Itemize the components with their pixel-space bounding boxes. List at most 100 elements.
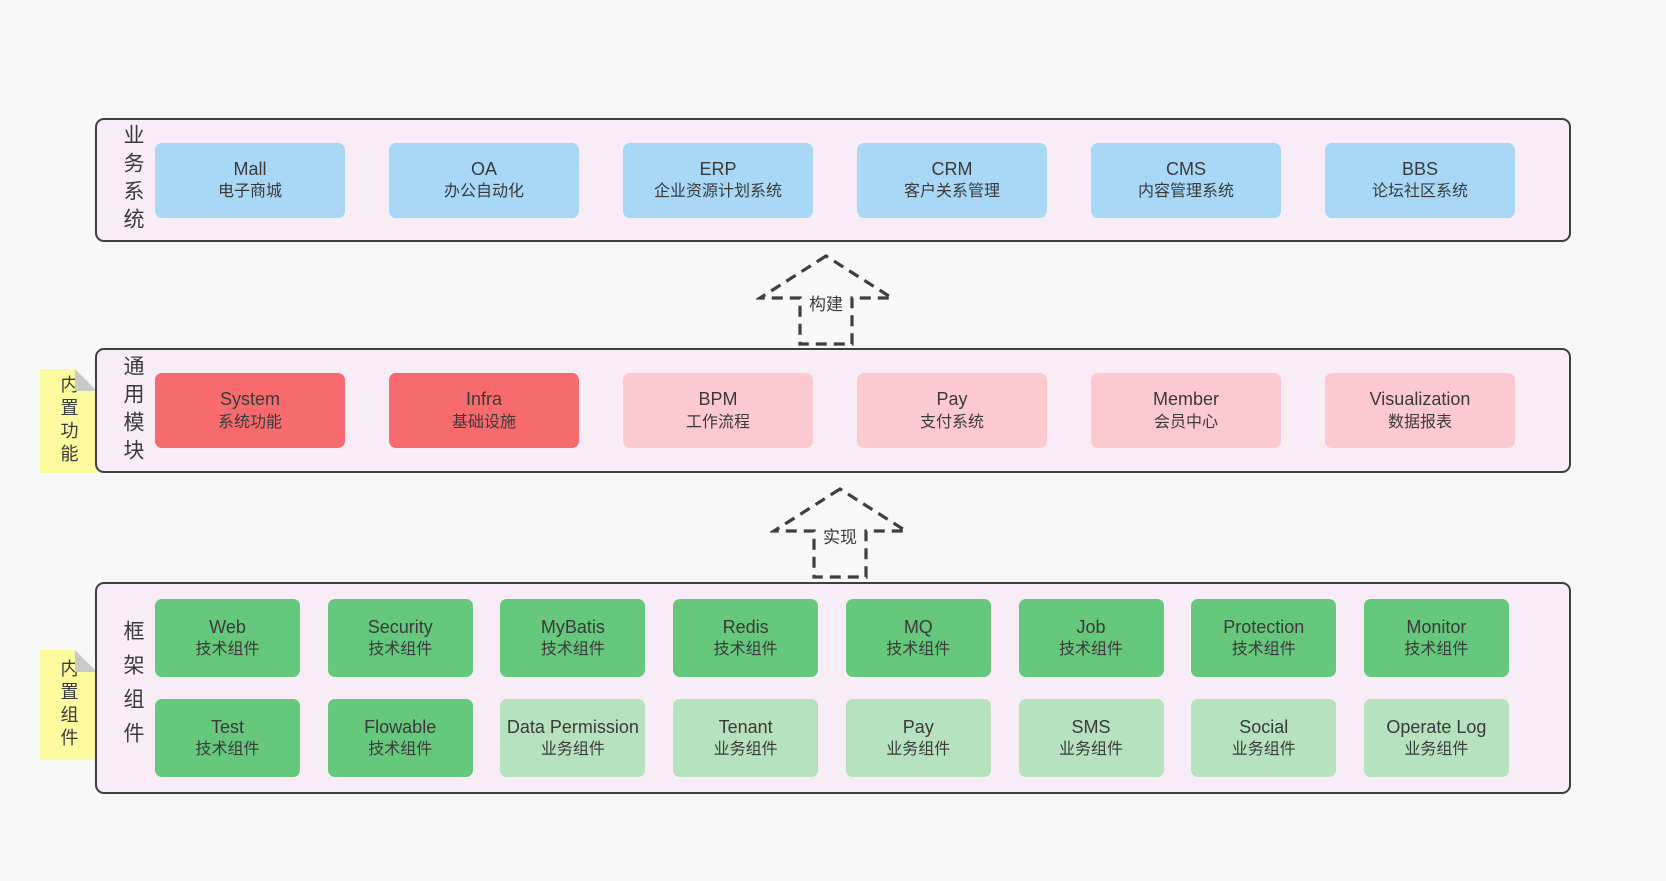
- box-subtitle: 支付系统: [919, 413, 984, 431]
- components-row-2: Test 技术组件 Flowable 技术组件 Data Permission …: [155, 699, 1509, 777]
- box-subtitle: 技术组件: [540, 641, 605, 659]
- components-rows: Web 技术组件 Security 技术组件 MyBatis 技术组件 Redi…: [147, 584, 1569, 792]
- box-subtitle: 技术组件: [1231, 641, 1296, 659]
- box-subtitle: 企业资源计划系统: [653, 183, 782, 201]
- box-job: Job 技术组件: [1018, 599, 1164, 677]
- box-title: Social: [1239, 716, 1289, 737]
- folded-corner-icon: [75, 650, 97, 672]
- box-cms: CMS 内容管理系统: [1091, 142, 1281, 218]
- box-mq: MQ 技术组件: [845, 599, 991, 677]
- box-subtitle: 技术组件: [195, 741, 260, 759]
- box-flowable: Flowable 技术组件: [327, 699, 473, 777]
- box-title: BPM: [698, 389, 738, 410]
- box-mybatis: MyBatis 技术组件: [500, 599, 646, 677]
- sticky-note-builtin-features: 内置功能: [40, 369, 97, 473]
- box-mall: Mall 电子商城: [155, 142, 345, 218]
- box-subtitle: 技术组件: [886, 641, 951, 659]
- box-title: Security: [367, 616, 433, 637]
- box-test: Test 技术组件: [155, 699, 300, 777]
- band-label-business-systems: 业务系统: [121, 124, 144, 236]
- box-title: Monitor: [1406, 616, 1467, 637]
- box-tenant: Tenant 业务组件: [673, 699, 819, 777]
- box-web: Web 技术组件: [155, 599, 300, 677]
- box-redis: Redis 技术组件: [673, 599, 819, 677]
- box-subtitle: 技术组件: [713, 641, 778, 659]
- modules-box-row: System 系统功能 Infra 基础设施 BPM 工作流程 Pay 支付系统…: [147, 350, 1569, 471]
- box-subtitle: 业务组件: [540, 741, 605, 759]
- box-title: Pay: [936, 389, 968, 410]
- box-title: Test: [210, 716, 244, 737]
- box-member: Member 会员中心: [1091, 373, 1281, 448]
- box-social: Social 业务组件: [1191, 699, 1337, 777]
- box-title: ERP: [699, 158, 737, 179]
- box-title: SMS: [1071, 716, 1111, 737]
- box-title: Redis: [722, 616, 769, 637]
- box-title: MQ: [903, 616, 933, 637]
- box-subtitle: 技术组件: [1404, 641, 1469, 659]
- box-infra: Infra 基础设施: [389, 373, 579, 448]
- box-subtitle: 客户关系管理: [903, 183, 1000, 201]
- box-subtitle: 电子商城: [217, 183, 282, 201]
- box-pay-component: Pay 业务组件: [845, 699, 991, 777]
- arrow-label: 实现: [820, 523, 860, 548]
- business-box-row: Mall 电子商城 OA 办公自动化 ERP 企业资源计划系统 CRM 客户关系…: [147, 120, 1569, 240]
- dashed-up-arrow-icon: [770, 487, 910, 579]
- box-title: Flowable: [364, 716, 437, 737]
- band-business-systems: 业务系统 Mall 电子商城 OA 办公自动化 ERP 企业资源计划系统 CRM…: [95, 118, 1571, 242]
- box-title: BBS: [1401, 158, 1439, 179]
- band-common-modules: 通用模块 System 系统功能 Infra 基础设施 BPM 工作流程 Pay…: [95, 348, 1571, 473]
- box-subtitle: 技术组件: [195, 641, 260, 659]
- box-bbs: BBS 论坛社区系统: [1325, 142, 1515, 218]
- box-subtitle: 业务组件: [886, 741, 951, 759]
- box-pay: Pay 支付系统: [857, 373, 1047, 448]
- box-visualization: Visualization 数据报表: [1325, 373, 1515, 448]
- box-monitor: Monitor 技术组件: [1363, 599, 1509, 677]
- box-title: Infra: [465, 389, 503, 410]
- box-subtitle: 基础设施: [451, 413, 516, 431]
- box-title: Tenant: [718, 716, 773, 737]
- box-oa: OA 办公自动化: [389, 142, 579, 218]
- band-label-framework-components: 框架组件: [121, 620, 144, 756]
- box-system: System 系统功能: [155, 373, 345, 448]
- sticky-note-label: 内置功能: [58, 375, 79, 467]
- box-subtitle: 业务组件: [1059, 741, 1124, 759]
- box-security: Security 技术组件: [327, 599, 473, 677]
- box-subtitle: 会员中心: [1153, 413, 1218, 431]
- band-framework-components: 框架组件 Web 技术组件 Security 技术组件 MyBatis 技术组件…: [95, 582, 1571, 794]
- implement-arrow: 实现: [770, 487, 910, 579]
- box-title: Job: [1076, 616, 1106, 637]
- box-title: CMS: [1166, 158, 1206, 179]
- box-title: Visualization: [1369, 389, 1471, 410]
- box-title: Member: [1152, 389, 1219, 410]
- box-subtitle: 论坛社区系统: [1371, 183, 1468, 201]
- sticky-note-label: 内置组件: [58, 659, 79, 751]
- box-protection: Protection 技术组件: [1191, 599, 1337, 677]
- box-title: CRM: [931, 158, 973, 179]
- sticky-note-builtin-components: 内置组件: [40, 650, 97, 760]
- box-subtitle: 内容管理系统: [1137, 183, 1234, 201]
- box-title: Data Permission: [506, 716, 639, 737]
- box-sms: SMS 业务组件: [1018, 699, 1164, 777]
- box-subtitle: 技术组件: [368, 741, 433, 759]
- box-subtitle: 技术组件: [1059, 641, 1124, 659]
- box-title: Operate Log: [1386, 716, 1487, 737]
- box-bpm: BPM 工作流程: [623, 373, 813, 448]
- box-subtitle: 办公自动化: [443, 183, 524, 201]
- box-subtitle: 业务组件: [1404, 741, 1469, 759]
- dashed-up-arrow-icon: [756, 254, 896, 346]
- box-subtitle: 工作流程: [685, 413, 750, 431]
- box-title: MyBatis: [540, 616, 605, 637]
- box-subtitle: 技术组件: [368, 641, 433, 659]
- box-crm: CRM 客户关系管理: [857, 142, 1047, 218]
- arrow-label: 构建: [806, 290, 846, 315]
- band-label-common-modules: 通用模块: [121, 354, 144, 467]
- box-erp: ERP 企业资源计划系统: [623, 142, 813, 218]
- box-operate-log: Operate Log 业务组件: [1363, 699, 1509, 777]
- box-title: Mall: [233, 158, 267, 179]
- components-row-1: Web 技术组件 Security 技术组件 MyBatis 技术组件 Redi…: [155, 599, 1509, 677]
- box-data-permission: Data Permission 业务组件: [500, 699, 646, 777]
- box-subtitle: 数据报表: [1387, 413, 1452, 431]
- box-subtitle: 业务组件: [713, 741, 778, 759]
- box-subtitle: 系统功能: [217, 413, 282, 431]
